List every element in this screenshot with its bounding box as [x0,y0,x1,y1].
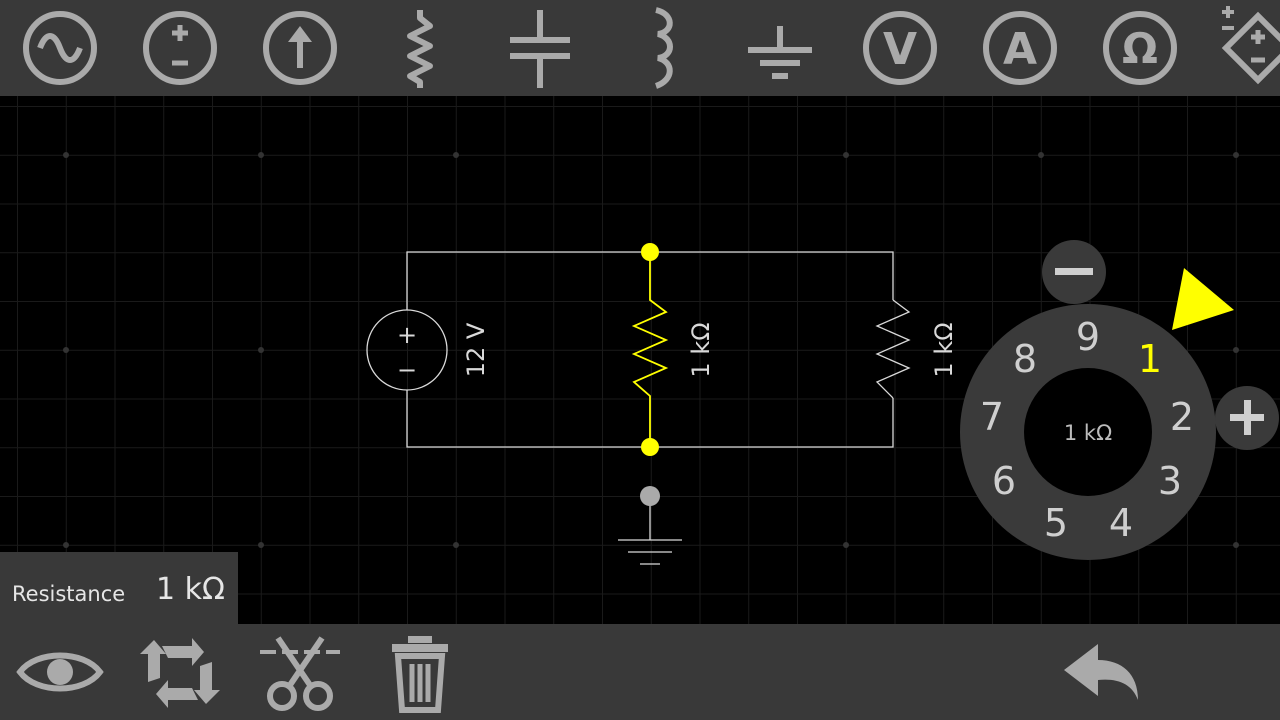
resistor1-label: 1 kΩ [687,322,715,377]
cut-button[interactable] [252,624,348,720]
capacitor-button[interactable] [492,0,588,96]
ohmmeter-button[interactable]: Ω [1092,0,1188,96]
minus-icon [1055,268,1093,275]
dial-digit-2[interactable]: 2 [1170,395,1194,439]
node-bottom[interactable] [641,438,659,456]
dc-voltage-source-icon [143,11,217,85]
rotate-arrows-icon [140,638,220,708]
dial-digit-8[interactable]: 8 [1013,337,1037,381]
dc-voltage-source-button[interactable] [132,0,228,96]
capacitor-icon [510,10,570,88]
ground-button[interactable] [732,0,828,96]
ammeter-glyph: A [1003,24,1037,75]
voltage-source[interactable]: + − [366,309,448,391]
voltmeter-icon: V [863,11,937,85]
dial-digit-9[interactable]: 9 [1076,315,1100,359]
source-plus-sign: + [397,321,417,349]
value-dial[interactable]: 1 kΩ 1 2 3 4 5 6 7 8 9 [960,304,1216,560]
inductor-button[interactable] [612,0,708,96]
ohmmeter-icon: Ω [1103,11,1177,85]
dial-digit-5[interactable]: 5 [1044,501,1068,545]
dial-digit-4[interactable]: 4 [1109,501,1133,545]
dial-decrement-button[interactable] [1042,240,1106,304]
component-toolbar: V A Ω [0,0,1280,96]
undo-icon [1064,644,1138,700]
view-button[interactable] [12,624,108,720]
property-name: Resistance [12,582,126,606]
trash-icon [392,636,448,713]
dial-increment-button[interactable] [1215,386,1279,450]
property-panel[interactable] [0,552,238,624]
dial-digit-6[interactable]: 6 [992,459,1016,503]
delete-button[interactable] [372,624,468,720]
source-voltage-label: 12 V [462,322,490,377]
property-value[interactable]: 1 kΩ [156,572,225,607]
ac-source-button[interactable] [12,0,108,96]
dependent-source-button[interactable] [1210,0,1280,96]
cut-scissors-icon [260,636,340,711]
dependent-source-icon [1221,6,1280,85]
voltmeter-glyph: V [883,24,917,75]
grid-dots [63,152,1239,548]
dial-digit-7[interactable]: 7 [980,395,1004,439]
resistor-selected[interactable] [631,243,669,456]
ac-source-icon [23,11,97,85]
resistor2-label: 1 kΩ [930,322,958,377]
undo-button[interactable] [1052,624,1148,720]
dial-center-value: 1 kΩ [1064,421,1112,445]
action-toolbar [0,624,1280,720]
dial-digit-1[interactable]: 1 [1138,337,1162,381]
dial-pointer-icon [1172,268,1234,330]
current-source-button[interactable] [252,0,348,96]
view-eye-icon [16,652,104,692]
inductor-icon [654,7,673,89]
dial-digit-3[interactable]: 3 [1158,459,1182,503]
node-top[interactable] [641,243,659,261]
ammeter-icon: A [983,11,1057,85]
rotate-button[interactable] [132,624,228,720]
ground-node[interactable] [640,486,660,506]
ohmmeter-glyph: Ω [1122,24,1158,73]
resistor-button[interactable] [372,0,468,96]
resistor-right[interactable] [875,299,911,399]
ground-icon [748,26,812,79]
wires [406,251,894,565]
voltmeter-button[interactable]: V [852,0,948,96]
source-minus-sign: − [397,356,417,384]
ammeter-button[interactable]: A [972,0,1068,96]
resistor-icon [407,10,433,88]
current-source-icon [263,11,337,85]
